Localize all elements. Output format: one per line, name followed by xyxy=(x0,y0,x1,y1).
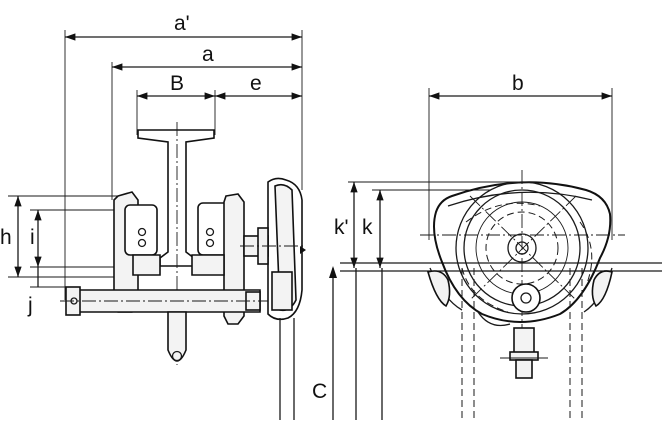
label-a-prime: a' xyxy=(174,12,190,35)
label-C: C xyxy=(312,380,327,403)
left-side-plate xyxy=(113,191,161,313)
gear-wheel xyxy=(420,170,625,330)
trolley-housing xyxy=(427,181,613,323)
front-view: b k' k C xyxy=(312,72,662,420)
label-j: j xyxy=(27,294,33,317)
arrowhead-C xyxy=(329,266,337,278)
label-b: b xyxy=(512,72,524,95)
label-i: i xyxy=(30,226,35,249)
load-eye xyxy=(167,311,187,362)
label-k: k xyxy=(362,216,373,239)
hand-chain xyxy=(279,318,295,420)
hand-wheel xyxy=(240,177,306,321)
hidden-lines xyxy=(461,268,583,420)
cross-shaft xyxy=(60,286,270,316)
label-e: e xyxy=(250,72,262,95)
label-h: h xyxy=(0,226,12,249)
suspension-pin xyxy=(477,283,548,379)
label-k-prime: k' xyxy=(334,216,349,239)
side-view: a' a B e h i j xyxy=(0,12,306,420)
label-B: B xyxy=(170,72,184,95)
label-a: a xyxy=(202,43,214,66)
